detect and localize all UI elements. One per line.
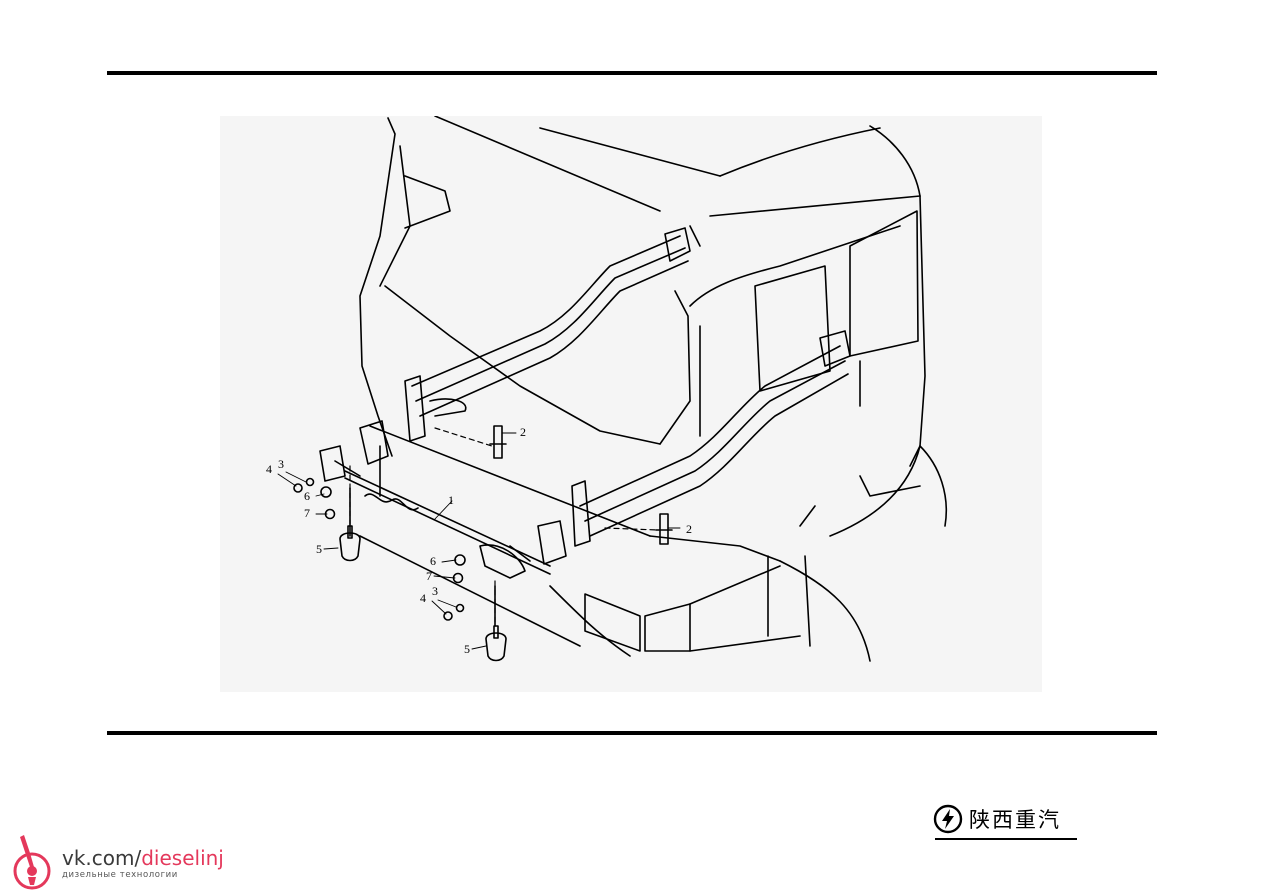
callout-4-left: 4 bbox=[266, 462, 272, 476]
callout-2-right: 2 bbox=[686, 522, 692, 536]
callout-5-right: 5 bbox=[464, 642, 470, 656]
watermark: vk.com/dieselinj дизельные технологии bbox=[6, 833, 224, 891]
callout-3-left: 3 bbox=[278, 457, 284, 471]
pin-part-2 bbox=[489, 425, 673, 545]
callout-1: 1 bbox=[448, 493, 454, 507]
watermark-url-prefix: vk.com/ bbox=[62, 846, 142, 870]
right-suspension-arm bbox=[571, 330, 851, 547]
callout-4-right: 4 bbox=[420, 591, 426, 605]
cab-suspension-exploded-drawing: 2 2 1 3 4 6 7 5 6 7 3 4 5 bbox=[220, 116, 1042, 692]
callout-6-left: 6 bbox=[304, 489, 310, 503]
callout-7-right: 7 bbox=[426, 569, 432, 583]
injector-logo-icon bbox=[13, 835, 51, 890]
watermark-url: vk.com/dieselinj bbox=[62, 847, 224, 869]
cab-body bbox=[359, 116, 948, 662]
callout-7-left: 7 bbox=[304, 506, 310, 520]
brand-underline bbox=[935, 838, 1077, 840]
callout-6-right: 6 bbox=[430, 554, 436, 568]
brand-mark: 陕西重汽 bbox=[933, 804, 1061, 834]
leader-lines bbox=[277, 432, 681, 650]
callout-5-left: 5 bbox=[316, 542, 322, 556]
left-suspension-arm bbox=[404, 227, 691, 442]
assembly-center-lines bbox=[349, 427, 659, 625]
callout-3-right: 3 bbox=[432, 584, 438, 598]
rubber-mount-part-5 bbox=[339, 525, 507, 662]
watermark-tagline: дизельные технологии bbox=[62, 870, 178, 880]
torsion-bar-assembly bbox=[319, 420, 567, 627]
watermark-url-handle: dieselinj bbox=[141, 846, 224, 870]
callout-2-left: 2 bbox=[520, 425, 526, 439]
bottom-rule bbox=[107, 731, 1157, 735]
lightning-circle-icon bbox=[933, 804, 963, 834]
brand-name: 陕西重汽 bbox=[969, 808, 1061, 832]
top-rule bbox=[107, 71, 1157, 75]
